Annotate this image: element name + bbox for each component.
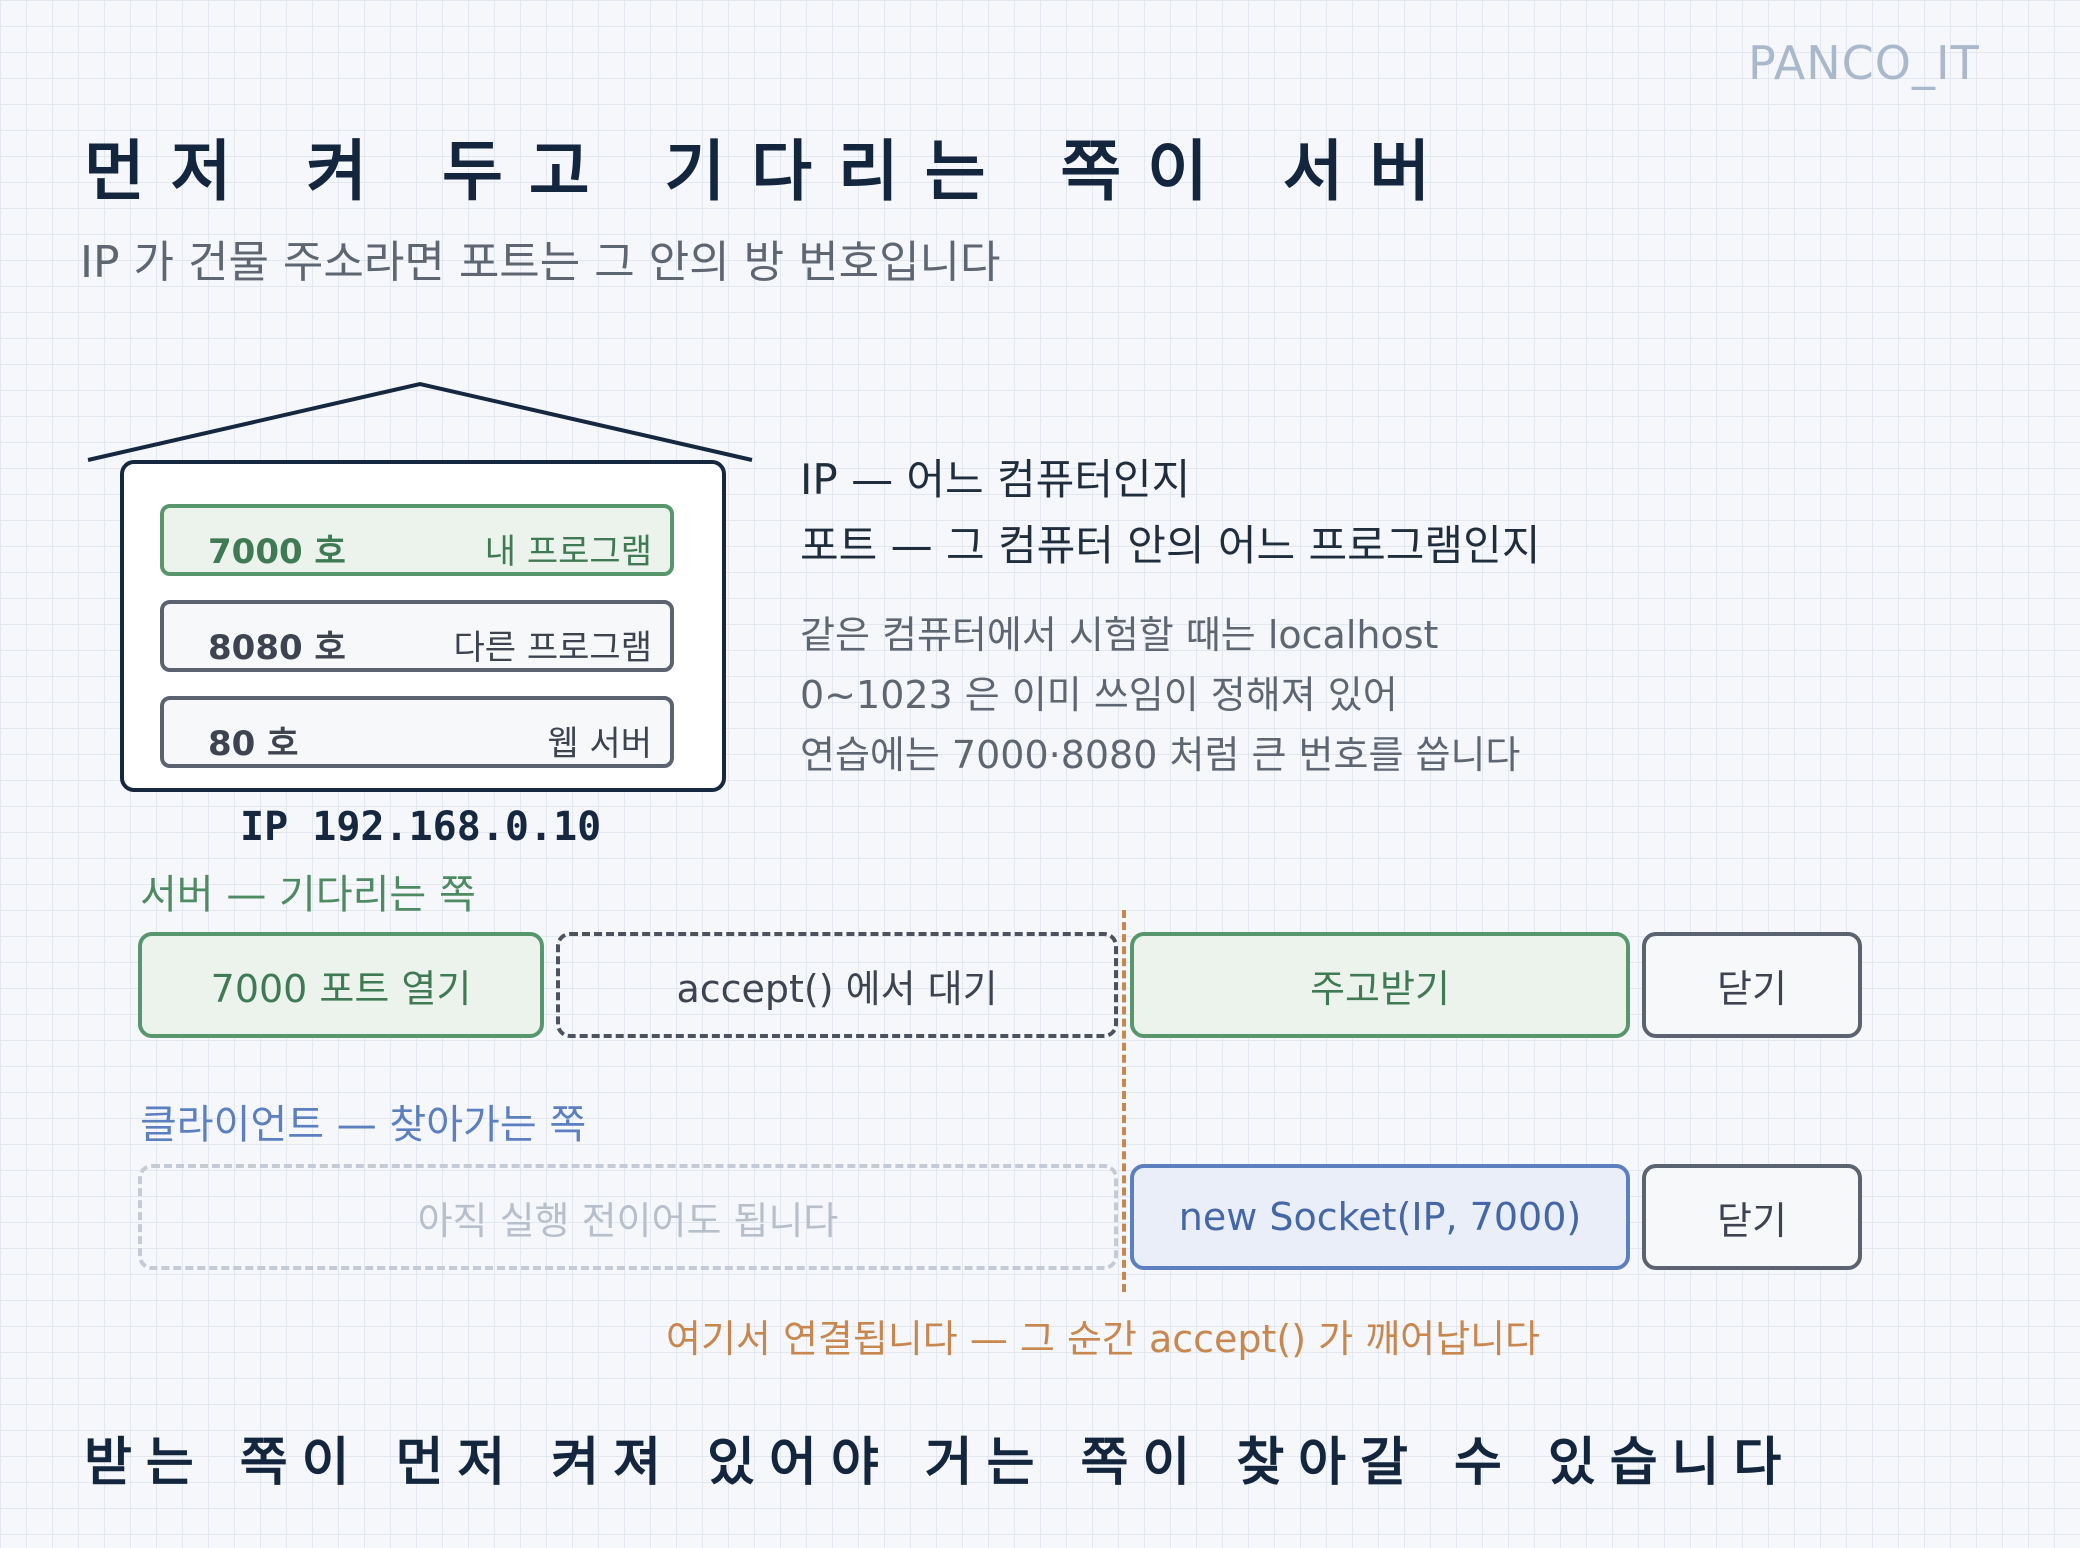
connection-note: 여기서 연결됩니다 — 그 순간 accept() 가 깨어납니다 xyxy=(666,1317,1540,1361)
page-title: 먼저 켜 두고 기다리는 쪽이 서버 xyxy=(84,133,1457,210)
building-roof xyxy=(87,381,753,462)
client-step-not-running: 아직 실행 전이어도 됩니다 xyxy=(138,1164,1118,1270)
room-number: 80 호 xyxy=(208,724,299,764)
room-80: 80 호 웹 서버 xyxy=(160,696,674,768)
page-subtitle: IP 가 건물 주소라면 포트는 그 안의 방 번호입니다 xyxy=(80,237,1001,288)
server-step-close: 닫기 xyxy=(1642,932,1862,1038)
connection-divider xyxy=(1122,910,1126,1292)
note-localhost: 같은 컴퓨터에서 시험할 때는 localhost xyxy=(800,613,1439,657)
room-program: 내 프로그램 xyxy=(484,532,652,572)
note-practice-ports: 연습에는 7000·8080 처럼 큰 번호를 씁니다 xyxy=(800,733,1521,777)
brand-watermark: PANCO_IT xyxy=(1748,36,1980,90)
server-lane-label: 서버 — 기다리는 쪽 xyxy=(140,872,476,918)
ip-explanation: IP — 어느 컴퓨터인지 xyxy=(800,455,1191,504)
server-step-accept-wait: accept() 에서 대기 xyxy=(556,932,1118,1038)
footer-summary: 받는 쪽이 먼저 켜져 있어야 거는 쪽이 찾아갈 수 있습니다 xyxy=(84,1433,1796,1493)
port-explanation: 포트 — 그 컴퓨터 안의 어느 프로그램인지 xyxy=(800,521,1541,570)
room-7000: 7000 호 내 프로그램 xyxy=(160,504,674,576)
client-step-close: 닫기 xyxy=(1642,1164,1862,1270)
room-8080: 8080 호 다른 프로그램 xyxy=(160,600,674,672)
room-number: 8080 호 xyxy=(208,628,346,668)
server-step-open-port: 7000 포트 열기 xyxy=(138,932,544,1038)
building-ip-label: IP 192.168.0.10 xyxy=(240,804,602,850)
room-program: 다른 프로그램 xyxy=(453,628,653,668)
client-step-new-socket: new Socket(IP, 7000) xyxy=(1130,1164,1630,1270)
client-lane-label: 클라이언트 — 찾아가는 쪽 xyxy=(140,1102,587,1148)
server-step-exchange: 주고받기 xyxy=(1130,932,1630,1038)
room-program: 웹 서버 xyxy=(547,724,652,764)
note-reserved-ports: 0~1023 은 이미 쓰임이 정해져 있어 xyxy=(800,673,1398,717)
room-number: 7000 호 xyxy=(208,532,346,572)
